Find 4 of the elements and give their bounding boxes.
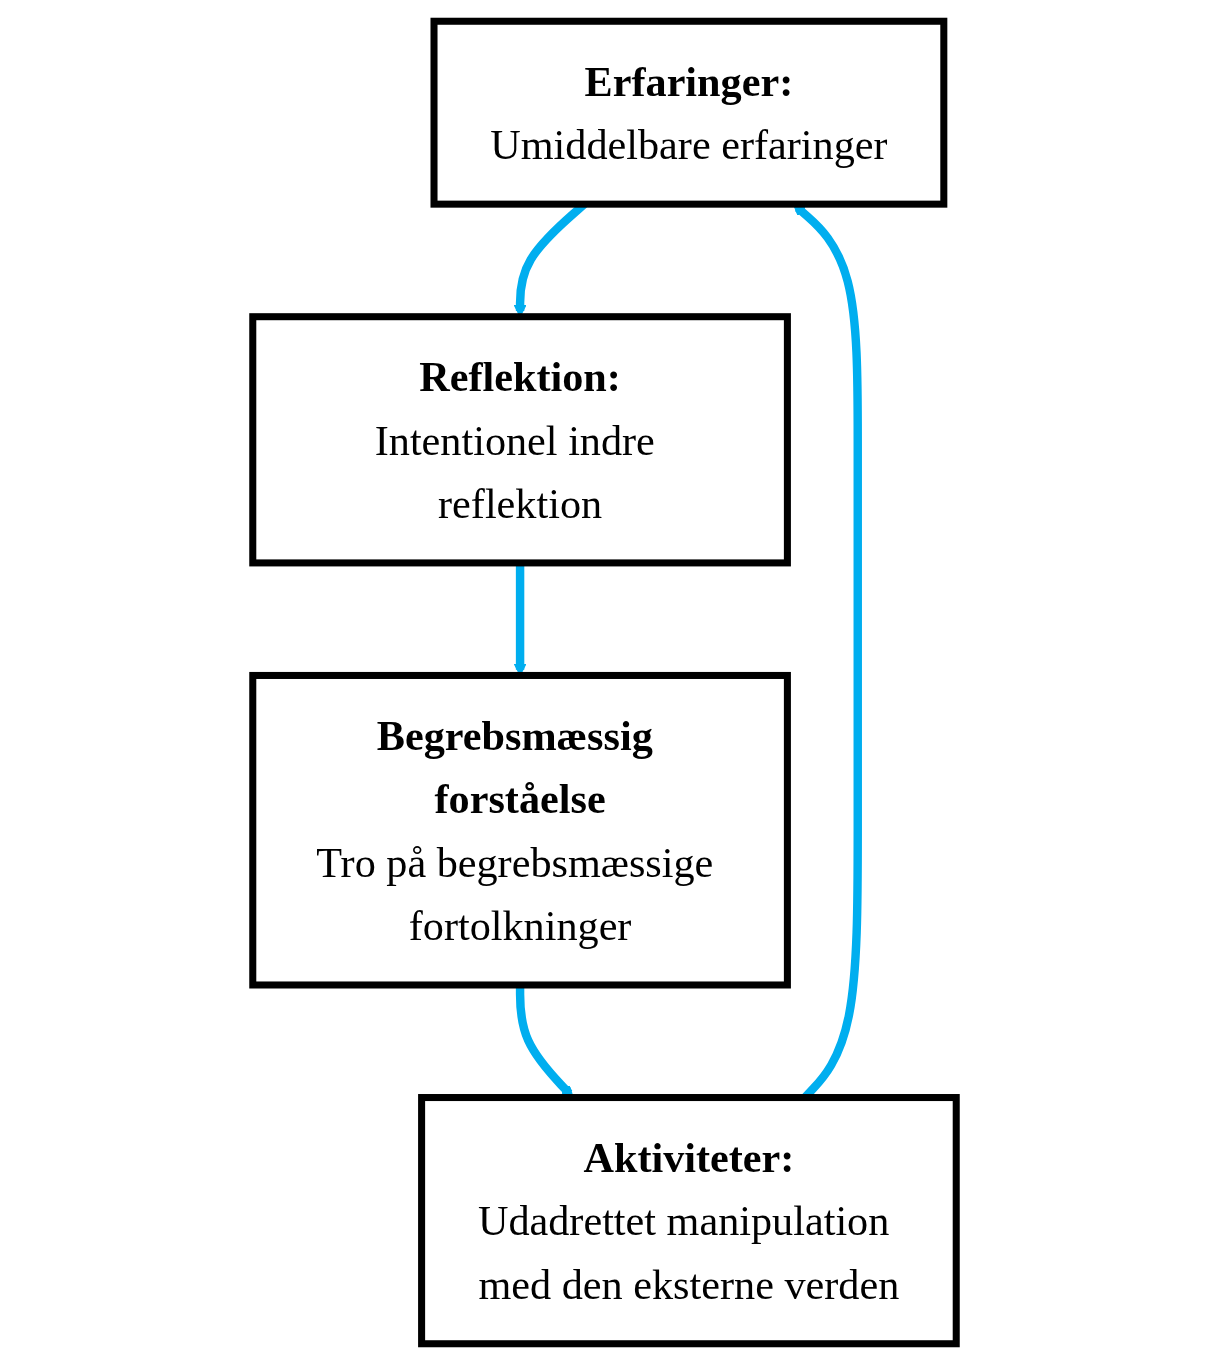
node-box: Begrebsmæssig forståelse Tro på begrebsmæssige fortolkninger	[249, 671, 791, 989]
node-box: Aktiviteter: Udadrettet manipulation med den eksterne verden	[418, 1094, 960, 1348]
node-box: Reflektion: Intentionel indre reflektion	[249, 313, 791, 567]
node-box: Erfaringer: Umiddelbare erfaringer	[430, 17, 948, 208]
